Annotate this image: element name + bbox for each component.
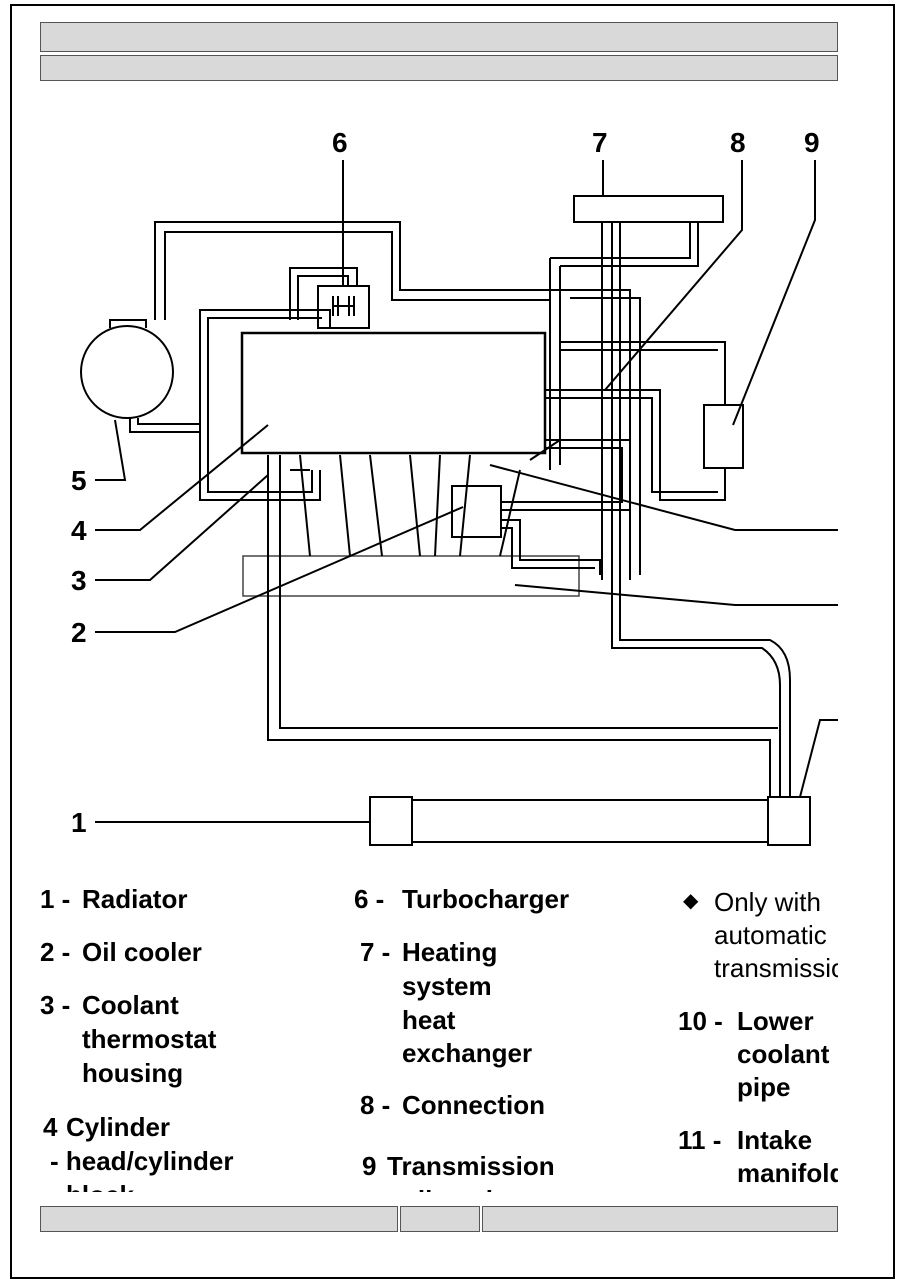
- note-line3: transmission: [714, 953, 838, 983]
- footer-cell-right: [482, 1206, 838, 1232]
- legend-9-line2: oil cooler: [402, 1184, 518, 1192]
- legend-11-num: 11 -: [678, 1125, 722, 1155]
- transmission-oil-cooler: [703, 404, 744, 469]
- legend-10-line1: Lower: [737, 1006, 814, 1036]
- legend-7-line3: heat: [402, 1005, 456, 1035]
- legend-3-line1: Coolant: [82, 990, 179, 1020]
- legend-7-line1: Heating: [402, 937, 498, 967]
- legend-9-line1: Transmission: [387, 1151, 555, 1181]
- legend-2-name: Oil cooler: [82, 937, 202, 967]
- callout-5: 5: [71, 465, 87, 496]
- page-frame: [10, 4, 895, 1279]
- legend-9-num: 9: [362, 1151, 377, 1181]
- legend-6-num: 6 -: [354, 884, 385, 914]
- footer-cell-left: [40, 1206, 398, 1232]
- legend-4-line2: - head/cylinder: [50, 1146, 234, 1176]
- legend-10-line3: pipe: [737, 1072, 791, 1102]
- engine-block: [240, 331, 547, 455]
- legend-2-num: 2 -: [40, 937, 71, 967]
- legend-10-line2: coolant: [737, 1039, 830, 1069]
- callout-4: 4: [71, 515, 87, 546]
- callout-1: 1: [71, 807, 87, 838]
- legend-8-name: Connection: [402, 1090, 545, 1120]
- expansion-tank: [80, 325, 174, 419]
- legend-4-line1: Cylinder: [66, 1112, 171, 1142]
- legend-3-line2: thermostat: [82, 1024, 217, 1054]
- header-bar-bottom: [40, 55, 838, 81]
- legend-11-line2: manifold: [737, 1158, 838, 1188]
- note-line1: Only with: [714, 887, 821, 917]
- legend-6-name: Turbocharger: [402, 884, 570, 914]
- legend-3-line3: housing: [82, 1058, 184, 1088]
- diamond-bullet-icon: ◆: [683, 890, 699, 912]
- oil-pan: [242, 555, 580, 597]
- radiator-left-tank: [369, 796, 413, 846]
- note-line2: automatic: [714, 920, 827, 950]
- legend-11-line1: Intake: [737, 1125, 813, 1155]
- oil-cooler-box: [451, 485, 502, 538]
- legend-area: 1 - Radiator 2 - Oil cooler 3 - Coolant …: [0, 870, 838, 1192]
- legend-7-num: 7 -: [360, 937, 391, 967]
- legend-7-line4: exchanger: [402, 1038, 533, 1068]
- legend-1-num: 1 -: [40, 884, 71, 914]
- legend-7-line2: system: [402, 971, 492, 1001]
- legend-4-num: 4: [43, 1112, 58, 1142]
- heat-exchanger: [573, 195, 724, 223]
- callout-7: 7: [592, 127, 608, 158]
- callout-3: 3: [71, 565, 87, 596]
- callout-9: 9: [804, 127, 820, 158]
- callout-2: 2: [71, 617, 87, 648]
- footer-cell-middle: [400, 1206, 480, 1232]
- radiator-right-tank: [767, 796, 811, 846]
- header-bar-top: [40, 22, 838, 52]
- legend-1-name: Radiator: [82, 884, 188, 914]
- legend-3-num: 3 -: [40, 990, 71, 1020]
- callout-8: 8: [730, 127, 746, 158]
- legend-4-line3: block: [66, 1179, 134, 1192]
- callout-6: 6: [332, 127, 348, 158]
- legend-10-num: 10 -: [678, 1006, 723, 1036]
- legend-8-num: 8 -: [360, 1090, 391, 1120]
